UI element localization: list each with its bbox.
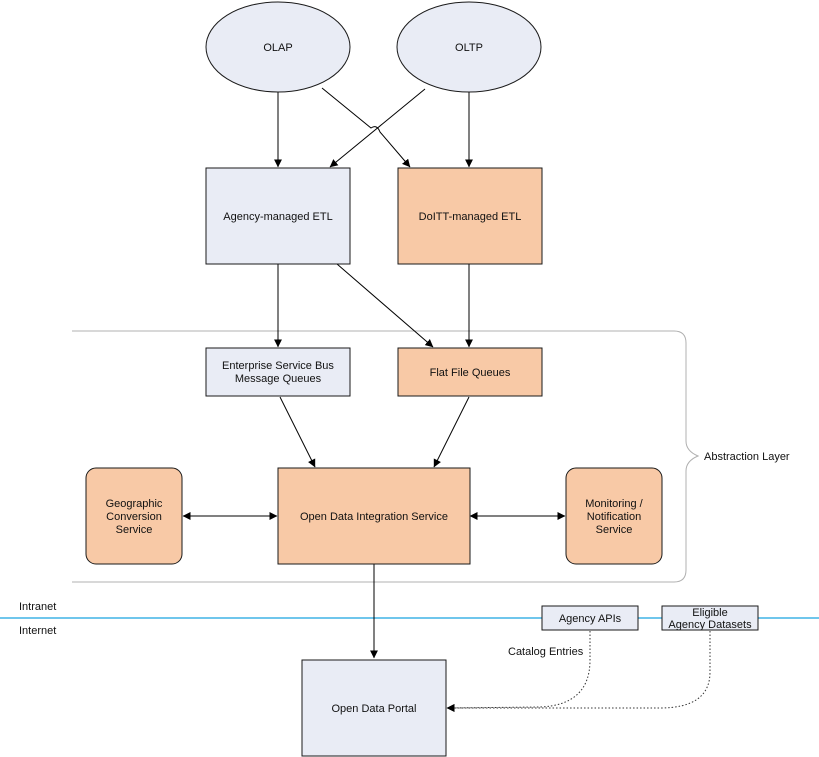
eligible-datasets-node: Eligible Agency Datasets — [661, 605, 759, 631]
edge-eligible-datasets-to-portal — [446, 631, 711, 712]
edge-flat-file-to-integration — [433, 396, 470, 468]
monitoring-service-label-line3: Service — [596, 524, 633, 536]
intranet-label: Intranet — [19, 601, 56, 613]
doitt-etl-label: DoITT-managed ETL — [419, 211, 522, 223]
geo-service-label-line1: Geographic — [106, 498, 163, 510]
olap-node: OLAP — [205, 1, 351, 93]
edge-agency-apis-to-portal — [446, 631, 591, 712]
monitoring-service-node: Monitoring / Notification Service — [565, 467, 663, 565]
oltp-node: OLTP — [396, 1, 542, 93]
flat-file-queues-node: Flat File Queues — [397, 347, 543, 397]
oltp-label: OLTP — [455, 42, 483, 54]
esb-queues-node: Enterprise Service Bus Message Queues — [205, 347, 351, 397]
integration-service-label: Open Data Integration Service — [300, 511, 448, 523]
eligible-datasets-label-line1: Eligible — [692, 607, 727, 619]
edge-agency-etl-to-flat-file — [336, 263, 434, 348]
internet-label: Internet — [19, 625, 56, 637]
geo-service-label-line2: Conversion — [106, 511, 162, 523]
doitt-etl-node: DoITT-managed ETL — [397, 167, 543, 265]
catalog-entries-label: Catalog Entries — [508, 646, 584, 658]
agency-apis-label: Agency APIs — [559, 613, 622, 625]
olap-label: OLAP — [263, 42, 292, 54]
agency-etl-label: Agency-managed ETL — [223, 211, 332, 223]
esb-queues-label-line1: Enterprise Service Bus — [222, 360, 334, 372]
agency-apis-node: Agency APIs — [541, 605, 639, 631]
geo-service-label-line3: Service — [116, 524, 153, 536]
edge-oltp-to-agency-etl — [329, 88, 426, 168]
abstraction-layer-label: Abstraction Layer — [704, 451, 790, 463]
open-data-portal-label: Open Data Portal — [332, 703, 417, 715]
edge-esb-to-integration — [279, 396, 316, 468]
geo-service-node: Geographic Conversion Service — [85, 467, 183, 565]
abstraction-layer-outline — [72, 330, 700, 583]
open-data-portal-node: Open Data Portal — [301, 659, 447, 757]
flat-file-queues-label: Flat File Queues — [430, 367, 511, 379]
monitoring-service-label-line2: Notification — [587, 511, 641, 523]
integration-service-node: Open Data Integration Service — [277, 467, 471, 565]
agency-etl-node: Agency-managed ETL — [205, 167, 351, 265]
esb-queues-label-line2: Message Queues — [235, 373, 322, 385]
eligible-datasets-label-line2: Agency Datasets — [668, 619, 752, 631]
edge-olap-to-doitt-etl — [321, 87, 411, 168]
monitoring-service-label-line1: Monitoring / — [585, 498, 643, 510]
